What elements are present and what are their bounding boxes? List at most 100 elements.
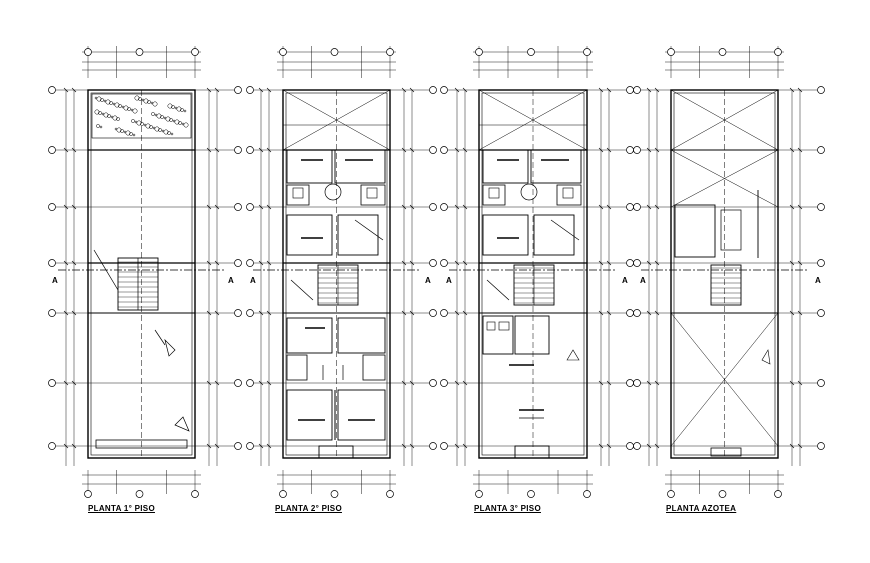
dimension-tick xyxy=(258,147,264,153)
grid-axis-bubble xyxy=(246,309,254,317)
service-room xyxy=(674,204,716,258)
grid-axis-bubble xyxy=(626,309,634,317)
grid-axis-bubble xyxy=(48,146,56,154)
garden-texture xyxy=(145,123,151,129)
dimension-tick xyxy=(63,310,69,316)
dimension-tick xyxy=(409,87,415,93)
circulation-hall xyxy=(520,183,538,201)
garden-texture xyxy=(123,105,129,111)
garden-area xyxy=(91,93,192,139)
dimension-tick xyxy=(214,87,220,93)
dimension-tick xyxy=(409,260,415,266)
toilet-fixture xyxy=(562,187,574,199)
bathroom xyxy=(286,184,310,206)
grid-axis-bubble xyxy=(386,490,394,498)
grid-axis-bubble xyxy=(440,86,448,94)
bedroom xyxy=(286,149,333,184)
dimension-tick xyxy=(214,310,220,316)
dimension-tick xyxy=(71,443,77,449)
entry-marker xyxy=(164,338,176,357)
grid-axis-bubble xyxy=(633,146,641,154)
grid-axis-bubble xyxy=(191,490,199,498)
door-swing xyxy=(354,219,384,241)
garden-texture xyxy=(132,108,138,114)
dimension-tick xyxy=(63,147,69,153)
bedroom xyxy=(530,149,582,184)
dimension-tick xyxy=(266,443,272,449)
dimension-tick xyxy=(462,260,468,266)
dimension-tick xyxy=(206,443,212,449)
dimension-tick xyxy=(646,310,652,316)
dimension-tick xyxy=(266,310,272,316)
dimension-tick xyxy=(598,147,604,153)
garden-texture xyxy=(154,126,160,132)
dimension-tick xyxy=(63,380,69,386)
grid-axis-bubble xyxy=(633,259,641,267)
garden-texture xyxy=(136,120,142,126)
dimension-tick xyxy=(462,87,468,93)
garden-texture xyxy=(176,106,182,112)
grid-axis-bubble xyxy=(84,48,92,56)
dimension-tick xyxy=(797,260,803,266)
dimension-tick xyxy=(654,87,660,93)
toilet-fixture xyxy=(488,187,500,199)
dimension-tick xyxy=(71,204,77,210)
garden-texture xyxy=(160,115,164,119)
dimension-tick xyxy=(71,260,77,266)
grid-axis-bubble xyxy=(279,490,287,498)
dimension-tick xyxy=(409,310,415,316)
grid-axis-bubble xyxy=(246,86,254,94)
dimension-tick xyxy=(789,87,795,93)
garden-texture xyxy=(94,109,100,115)
dimension-tick xyxy=(206,310,212,316)
grid-axis-bubble xyxy=(84,490,92,498)
dimension-tick xyxy=(214,443,220,449)
garden-texture xyxy=(169,118,173,122)
garage-door xyxy=(95,439,188,449)
garden-texture xyxy=(132,133,136,137)
grid-axis-bubble xyxy=(633,379,641,387)
dimension-tick xyxy=(462,443,468,449)
dimension-tick xyxy=(214,147,220,153)
door-swing xyxy=(486,279,510,301)
dimension-tick xyxy=(606,147,612,153)
grid-axis-bubble xyxy=(191,48,199,56)
plan-title-second-floor: PLANTA 2° PISO xyxy=(275,504,342,513)
dimension-tick xyxy=(71,310,77,316)
dimension-tick xyxy=(401,443,407,449)
bathroom xyxy=(482,184,506,206)
grid-axis-bubble xyxy=(633,203,641,211)
garden-texture xyxy=(98,111,102,115)
garden-texture xyxy=(131,119,135,123)
grid-axis-bubble xyxy=(527,48,535,56)
grid-axis-bubble xyxy=(48,86,56,94)
garden-texture xyxy=(118,104,122,108)
dimension-tick xyxy=(646,87,652,93)
grid-axis-bubble xyxy=(429,442,437,450)
dimension-tick xyxy=(206,380,212,386)
dimension-tick xyxy=(454,147,460,153)
grid-axis-bubble xyxy=(440,259,448,267)
plan-second-floor xyxy=(246,46,437,498)
dimension-tick xyxy=(63,260,69,266)
dimension-tick xyxy=(409,443,415,449)
dimension-tick xyxy=(606,87,612,93)
bath-suite xyxy=(337,214,379,256)
plan-title-first-floor: PLANTA 1° PISO xyxy=(88,504,155,513)
dimension-tick xyxy=(606,310,612,316)
grid-axis-bubble xyxy=(633,442,641,450)
dimension-tick xyxy=(646,260,652,266)
plan-title-third-floor: PLANTA 3° PISO xyxy=(474,504,541,513)
garden-texture xyxy=(167,103,173,109)
grid-axis-bubble xyxy=(429,309,437,317)
grid-axis-bubble xyxy=(817,146,825,154)
balcony xyxy=(514,445,550,459)
grid-axis-bubble xyxy=(626,442,634,450)
drain-marker xyxy=(761,349,771,365)
bedroom xyxy=(334,149,386,184)
dimension-tick xyxy=(606,204,612,210)
section-mark-right-2: A xyxy=(425,276,431,285)
door-swing xyxy=(550,219,580,241)
grid-axis-bubble xyxy=(626,146,634,154)
grid-axis-bubble xyxy=(234,379,242,387)
